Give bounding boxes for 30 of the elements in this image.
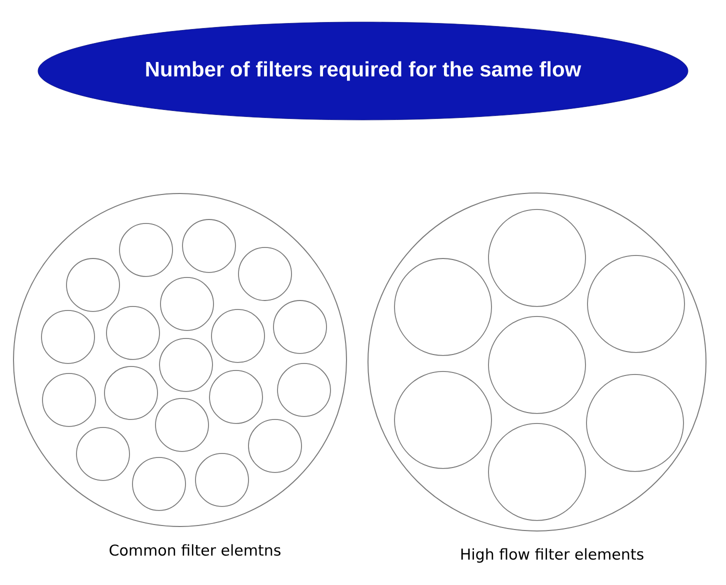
filter-element-circle	[211, 309, 265, 363]
filter-element-circle	[42, 373, 96, 427]
filter-element-circle	[66, 258, 120, 312]
filter-element-circle	[394, 258, 492, 356]
filter-element-circle	[159, 338, 213, 392]
filter-element-circle	[155, 398, 209, 452]
filter-element-circle	[119, 223, 173, 277]
filter-housing-circle	[13, 193, 347, 527]
filter-element-circle	[106, 306, 160, 360]
filter-element-circle	[488, 423, 586, 521]
filter-element-circle	[586, 374, 684, 472]
filter-element-circle	[488, 209, 586, 307]
filter-element-circle	[76, 427, 130, 481]
filter-element-circle	[195, 453, 249, 507]
filter-element-circle	[41, 310, 95, 364]
node-label: High flow filter elements	[461, 548, 644, 563]
filter-element-circle	[394, 371, 492, 469]
filter-element-circle	[104, 366, 158, 420]
filter-housing-circle	[368, 192, 706, 532]
filter-element-circle	[160, 277, 214, 331]
filter-element-circle	[248, 419, 302, 473]
node-label: Common filter elemtns	[110, 544, 280, 556]
filter-element-circle	[273, 300, 327, 354]
filter-element-circle	[209, 370, 263, 424]
filter-element-circle	[277, 363, 331, 417]
filter-element-circle	[587, 255, 685, 353]
filter-element-circle	[182, 219, 236, 273]
filter-element-circle	[238, 247, 292, 301]
filter-element-circle	[488, 316, 586, 414]
filter-element-circle	[132, 457, 186, 511]
